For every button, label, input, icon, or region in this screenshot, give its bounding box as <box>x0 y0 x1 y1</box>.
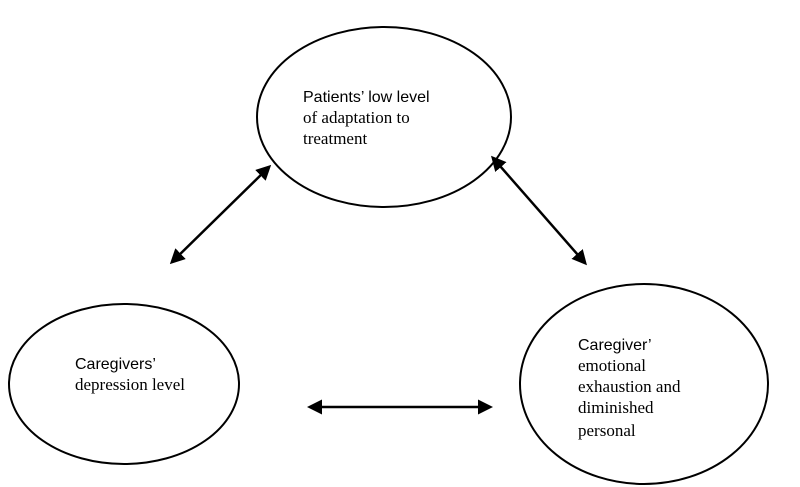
arrow-top-right <box>491 155 587 266</box>
node-caregivers-depression-label: Caregivers’ depression level <box>75 354 185 394</box>
node-patients-adaptation-line-2: of adaptation to <box>303 108 410 127</box>
node-caregiver-exhaustion-line-1: Caregiver’ <box>578 337 652 354</box>
node-patients-adaptation-line-1: Patients’ low level <box>303 89 430 106</box>
node-caregivers-depression-line-1: Caregivers’ <box>75 356 156 373</box>
node-caregiver-exhaustion-line-5: personal <box>578 421 636 440</box>
node-patients-adaptation: Patients’ low level of adaptation to tre… <box>256 26 512 208</box>
node-caregiver-exhaustion: Caregiver’ emotional exhaustion and dimi… <box>519 283 769 485</box>
node-caregivers-depression-shape <box>8 303 240 465</box>
node-caregiver-exhaustion-line-3: exhaustion and <box>578 377 681 396</box>
node-patients-adaptation-label: Patients’ low level of adaptation to tre… <box>303 87 434 148</box>
node-patients-adaptation-line-3: treatment <box>303 129 367 148</box>
node-caregiver-exhaustion-line-2: emotional <box>578 356 646 375</box>
node-caregiver-exhaustion-shape <box>519 283 769 485</box>
node-caregiver-exhaustion-line-4: diminished <box>578 398 654 417</box>
node-caregivers-depression: Caregivers’ depression level <box>8 303 240 465</box>
node-patients-adaptation-shape <box>256 26 512 208</box>
arrow-top-left <box>169 164 272 265</box>
node-caregiver-exhaustion-label: Caregiver’ emotional exhaustion and dimi… <box>578 335 685 440</box>
node-caregivers-depression-line-2: depression level <box>75 375 185 394</box>
